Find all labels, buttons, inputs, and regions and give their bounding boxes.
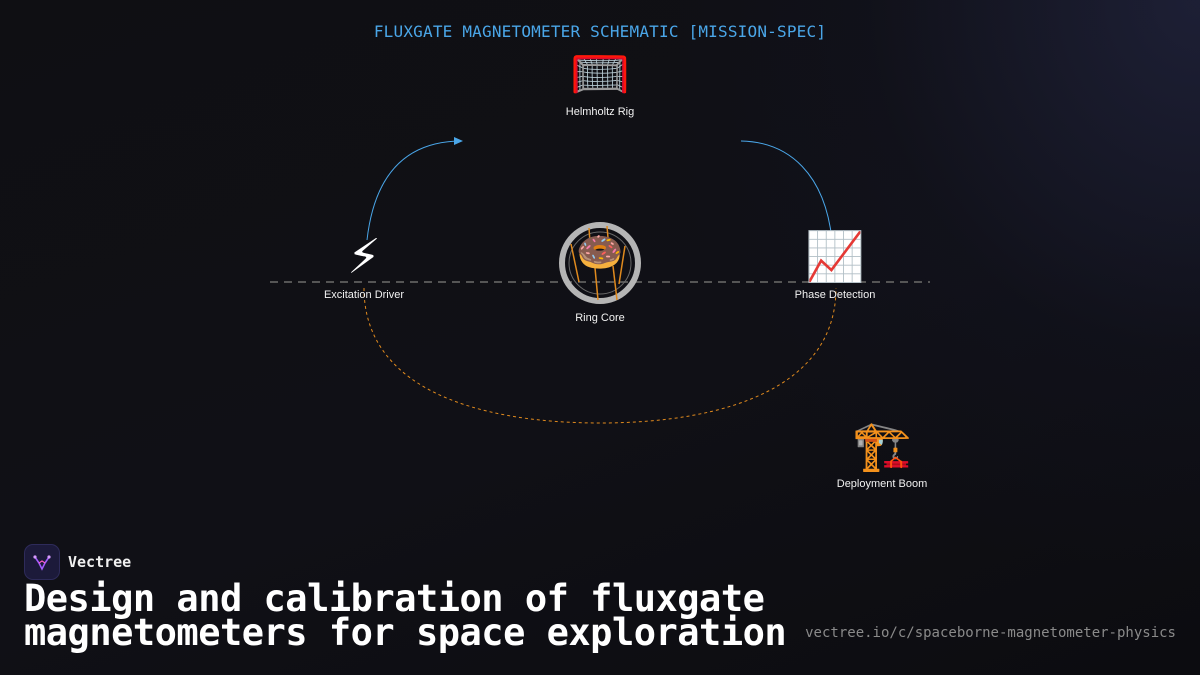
arrow-excitation-to-helmholtz [366,137,463,241]
loop-excitation-to-phase [363,287,837,424]
ring-core-inner-ring [568,231,632,295]
chart-increasing-icon: 📈 [805,229,865,285]
winding-5 [612,265,618,301]
winding-4 [594,267,599,301]
node-label-helmholtz-rig: Helmholtz Rig [565,106,635,118]
brand-name: Vectree [68,553,132,571]
ring-core-graphic: 🍩 [557,220,643,306]
node-label-deployment-boom: Deployment Boom [836,478,928,490]
brand: Vectree [24,544,131,580]
lightning-icon: ⚡ [347,229,381,285]
node-deployment-boom: 🏗️ Deployment Boom [822,418,942,490]
winding-1 [570,243,580,283]
source-url[interactable]: vectree.io/c/spaceborne-magnetometer-phy… [805,625,1176,641]
node-label-excitation-driver: Excitation Driver [323,289,405,301]
ring-core-outer-ring [559,222,641,304]
vectree-logo-icon [24,544,60,580]
ring-core-svg [559,222,641,304]
node-helmholtz-rig: 🥅 Helmholtz Rig [540,46,660,118]
node-excitation-driver: ⚡ Excitation Driver [304,229,424,301]
crane-icon: 🏗️ [852,418,912,474]
donut-icon: 🍩 [576,232,624,274]
vectree-logo-mark [33,555,51,571]
winding-3 [606,225,610,251]
link-helmholtz-to-phase [740,140,833,241]
node-label-phase-detection: Phase Detection [794,289,876,301]
winding-6 [618,245,626,285]
goal-net-icon: 🥅 [570,46,630,102]
node-phase-detection: 📈 Phase Detection [775,229,895,301]
winding-2 [588,227,592,259]
headline: Design and calibration of fluxgate magne… [24,577,787,654]
diagram-title: FLUXGATE MAGNETOMETER SCHEMATIC [MISSION… [373,22,827,41]
node-label-ring-core: Ring Core [575,312,625,324]
node-ring-core: 🍩 Ring Core [540,220,660,324]
